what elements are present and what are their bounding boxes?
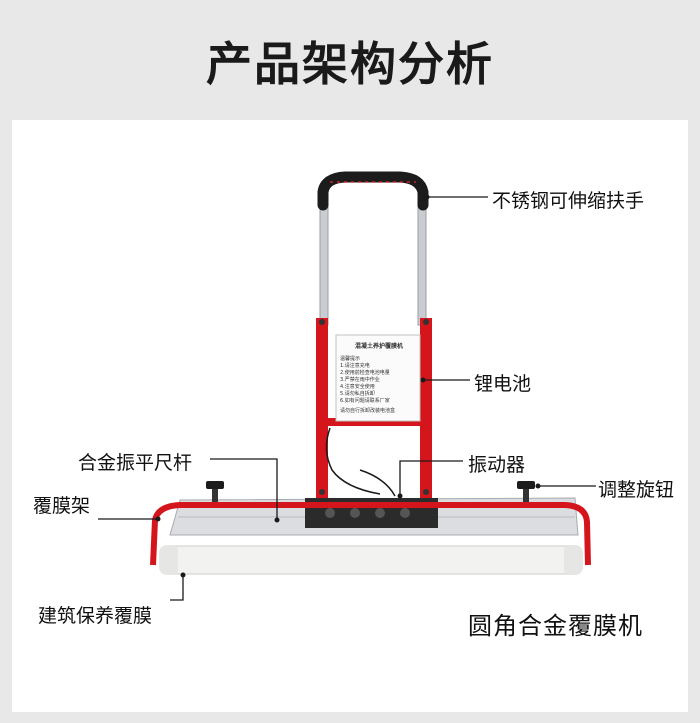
- handle-grip: [317, 171, 429, 211]
- left-upright: [316, 318, 328, 508]
- film-roll: [159, 545, 583, 575]
- label-film-rack: 覆膜架: [33, 495, 91, 517]
- battery-box-footer: 请勿自行拆卸改装电池盒: [340, 408, 396, 414]
- battery-box-line: 2.使用前检查电池电量: [340, 370, 390, 376]
- battery-box-line: 4.注意安全使用: [340, 384, 375, 390]
- right-knob: [517, 481, 535, 503]
- label-vibrator: 振动器: [468, 454, 526, 476]
- label-screed-bar: 合金振平尺杆: [78, 452, 193, 474]
- page-title: 产品架构分析: [206, 37, 494, 91]
- battery-box-line: 6.如有问题请联系厂家: [340, 398, 390, 404]
- battery-box-line: 3.严禁在雨中作业: [340, 377, 380, 383]
- battery-box-line: 5.请勿私自拆卸: [340, 391, 375, 397]
- film-rack-frame: [150, 502, 591, 566]
- label-handle: 不锈钢可伸缩扶手: [492, 190, 645, 212]
- label-film: 建筑保养覆膜: [38, 605, 153, 627]
- battery-box-label: 混凝土养护覆膜机 温馨提示 1.请注意充电 2.使用前检查电池电量 3.严禁在雨…: [340, 343, 418, 415]
- battery-box-title: 混凝土养护覆膜机: [354, 343, 403, 350]
- product-caption: 圆角合金覆膜机: [468, 612, 643, 640]
- battery-box-line: 温馨提示: [340, 356, 361, 362]
- battery-box-line: 1.请注意充电: [340, 363, 370, 369]
- right-upright: [420, 318, 432, 508]
- left-pole: [319, 194, 329, 326]
- right-pole: [417, 194, 427, 326]
- label-adjust-knob: 调整旋钮: [598, 479, 675, 501]
- battery-box: [335, 334, 421, 422]
- label-battery: 锂电池: [474, 373, 532, 395]
- left-knob: [206, 481, 224, 503]
